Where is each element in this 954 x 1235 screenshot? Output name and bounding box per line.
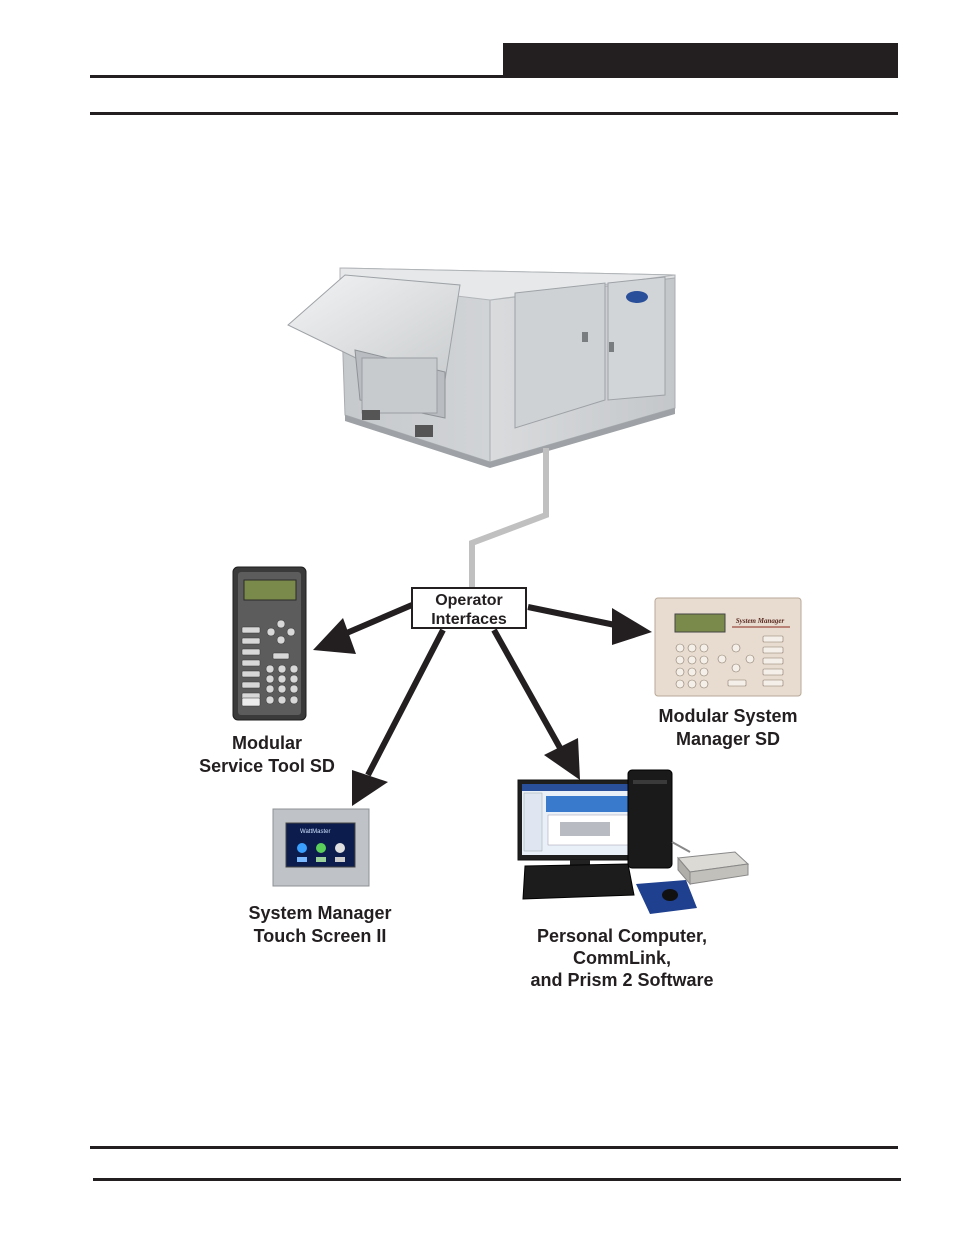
arrow-to-service-tool (313, 602, 414, 654)
door-latch-icon (609, 342, 614, 352)
operator-interfaces-box: Operator Interfaces (411, 587, 527, 629)
footer-rule-top (90, 1146, 898, 1149)
mouse-icon (662, 889, 678, 901)
caption-line: CommLink, (572, 948, 671, 968)
caption-line: Modular System (658, 706, 798, 726)
pc-tower (627, 769, 673, 869)
brand-logo-icon (626, 291, 648, 303)
system-manager-image: System Manager (654, 597, 802, 697)
caption-computer: Personal Computer, CommLink, and Prism 2… (502, 925, 742, 991)
system-manager-brand-text: System Manager (736, 617, 785, 625)
rooftop-unit-image (287, 267, 676, 468)
app-icon (335, 843, 345, 853)
hub-label-line-1: Operator (435, 592, 503, 609)
app-icon (316, 843, 326, 853)
arrow-to-touch-screen (352, 628, 446, 806)
caption-line: System Manager (248, 903, 392, 923)
keyboard (522, 863, 635, 900)
service-tool-image (232, 566, 307, 721)
caption-service-tool: Modular Service Tool SD (176, 732, 358, 778)
caption-line: and Prism 2 Software (530, 970, 714, 990)
lcd-screen (674, 613, 726, 633)
arrow-to-computer (491, 628, 580, 780)
header-black-tab (503, 43, 898, 78)
header-rule-bottom (90, 112, 898, 115)
network-cable (469, 448, 549, 588)
caption-line: Personal Computer, (536, 926, 708, 946)
caption-line: Touch Screen II (253, 926, 387, 946)
caption-line: Modular (232, 733, 302, 753)
caption-touch-screen: System Manager Touch Screen II (225, 902, 415, 948)
touch-screen-image: WattMaster (272, 808, 370, 887)
header-rule-top (90, 75, 505, 78)
lcd-screen (243, 579, 297, 601)
door-latch-icon (582, 332, 588, 342)
touch-screen-brand-text: WattMaster (300, 829, 330, 835)
app-icon (297, 843, 307, 853)
caption-line: Manager SD (675, 729, 781, 749)
computer-image (517, 769, 750, 914)
footer-rule-bottom (93, 1178, 901, 1181)
arrow-to-system-manager (527, 604, 652, 645)
caption-system-manager: Modular System Manager SD (638, 705, 818, 751)
hub-label-line-2: Interfaces (431, 611, 507, 628)
caption-line: Service Tool SD (199, 756, 335, 776)
